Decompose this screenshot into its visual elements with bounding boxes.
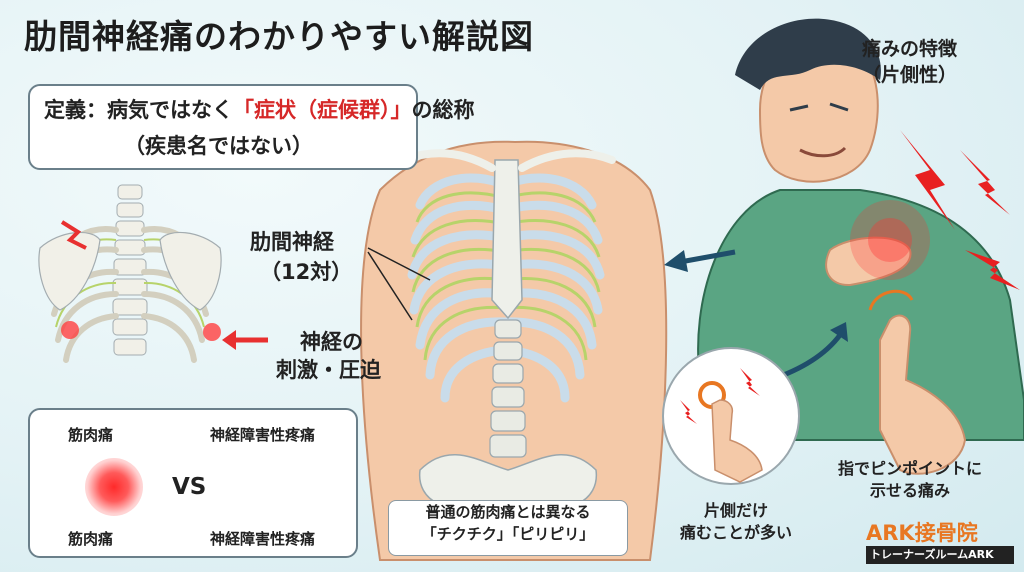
definition-suffix: の総称	[411, 98, 475, 122]
nerve-label: 肋間神経 （12対）	[250, 226, 352, 286]
pain-feel-line1: 普通の筋肉痛とは異なる	[425, 503, 591, 521]
nerve-leader-lines	[367, 247, 431, 321]
pinpoint-line2: 示せる痛み	[870, 481, 951, 500]
pinpoint-label: 指でピンポイントに 示せる痛み	[838, 458, 982, 502]
definition-prefix: 定義：病気ではなく	[44, 98, 233, 122]
page-title: 肋間神経痛のわかりやすい解説図	[24, 17, 534, 56]
comparison-right-top: 神経障害性疼痛	[210, 426, 316, 444]
comparison-left-bottom: 筋肉痛	[68, 530, 114, 548]
compression-label-line2: 刺激・圧迫	[276, 358, 381, 382]
compression-label: 神経の 刺激・圧迫	[276, 328, 381, 384]
versus-text: VS	[172, 474, 207, 500]
back-ribcage-illustration	[360, 140, 668, 561]
comparison-box: 筋肉痛 筋肉痛 VS 神経障害性疼痛 神経障害性疼痛	[28, 408, 358, 558]
comparison-right-bottom: 神経障害性疼痛	[210, 530, 316, 548]
one-side-line1: 片側だけ	[704, 501, 769, 520]
nerve-label-line1: 肋間神経	[250, 230, 334, 254]
upper-back-illustration	[38, 184, 222, 363]
pinpoint-illustration	[662, 347, 800, 485]
pain-feel-box: 普通の筋肉痛とは異なる 「チクチク」「ピリピリ」	[388, 500, 628, 556]
brand-logo: ARK接骨院 トレーナーズルームARK	[866, 520, 1014, 566]
definition-line: 定義：病気ではなく「症状（症候群）」の総称	[44, 94, 475, 124]
person-in-pain-illustration	[697, 18, 1024, 475]
pain-feature-line1: 痛みの特徴	[862, 38, 958, 60]
definition-note: （疾患名ではない）	[124, 134, 313, 158]
comparison-left-top: 筋肉痛	[68, 426, 114, 444]
definition-box: 定義：病気ではなく「症状（症候群）」の総称 （疾患名ではない）	[28, 84, 475, 170]
pain-feature-label: 痛みの特徴 （片側性）	[862, 36, 957, 88]
one-side-line2: 痛むことが多い	[680, 523, 793, 542]
pain-feature-line2: （片側性）	[862, 64, 958, 86]
one-side-label: 片側だけ 痛むことが多い	[680, 500, 792, 544]
definition-highlight: 「症状（症候群）」	[233, 98, 412, 122]
muscle-pain-icon	[85, 458, 143, 516]
pinpoint-line1: 指でピンポイントに	[838, 459, 983, 478]
brand-subtitle: トレーナーズルームARK	[866, 546, 1014, 564]
pain-feel-line2: 「チクチク」「ピリピリ」	[421, 525, 595, 543]
brand-name: ARK接骨院	[866, 521, 978, 545]
nerve-label-line2: （12対）	[260, 260, 353, 284]
compression-label-line1: 神経の	[300, 330, 363, 354]
